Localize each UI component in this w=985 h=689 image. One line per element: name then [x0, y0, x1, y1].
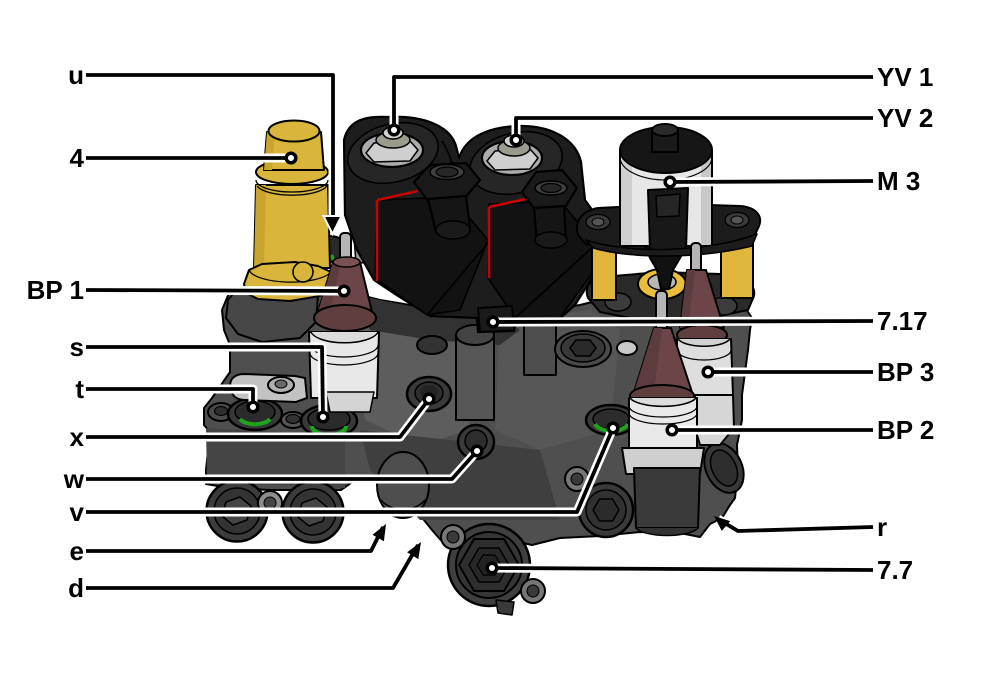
svg-text:4: 4: [70, 143, 85, 173]
svg-text:w: w: [63, 464, 85, 494]
svg-text:t: t: [75, 374, 84, 404]
svg-text:d: d: [68, 573, 84, 603]
svg-text:e: e: [70, 536, 84, 566]
svg-text:7.17: 7.17: [877, 306, 928, 336]
svg-text:YV 1: YV 1: [877, 62, 933, 92]
svg-text:YV 2: YV 2: [877, 103, 933, 133]
svg-text:u: u: [68, 60, 84, 90]
svg-text:v: v: [70, 497, 85, 527]
svg-text:7.7: 7.7: [877, 555, 913, 585]
svg-text:r: r: [877, 512, 887, 542]
svg-text:BP 2: BP 2: [877, 415, 934, 445]
svg-text:s: s: [70, 332, 84, 362]
svg-text:x: x: [70, 422, 85, 452]
svg-text:BP 3: BP 3: [877, 357, 934, 387]
svg-text:BP 1: BP 1: [27, 275, 84, 305]
svg-text:M 3: M 3: [877, 166, 920, 196]
